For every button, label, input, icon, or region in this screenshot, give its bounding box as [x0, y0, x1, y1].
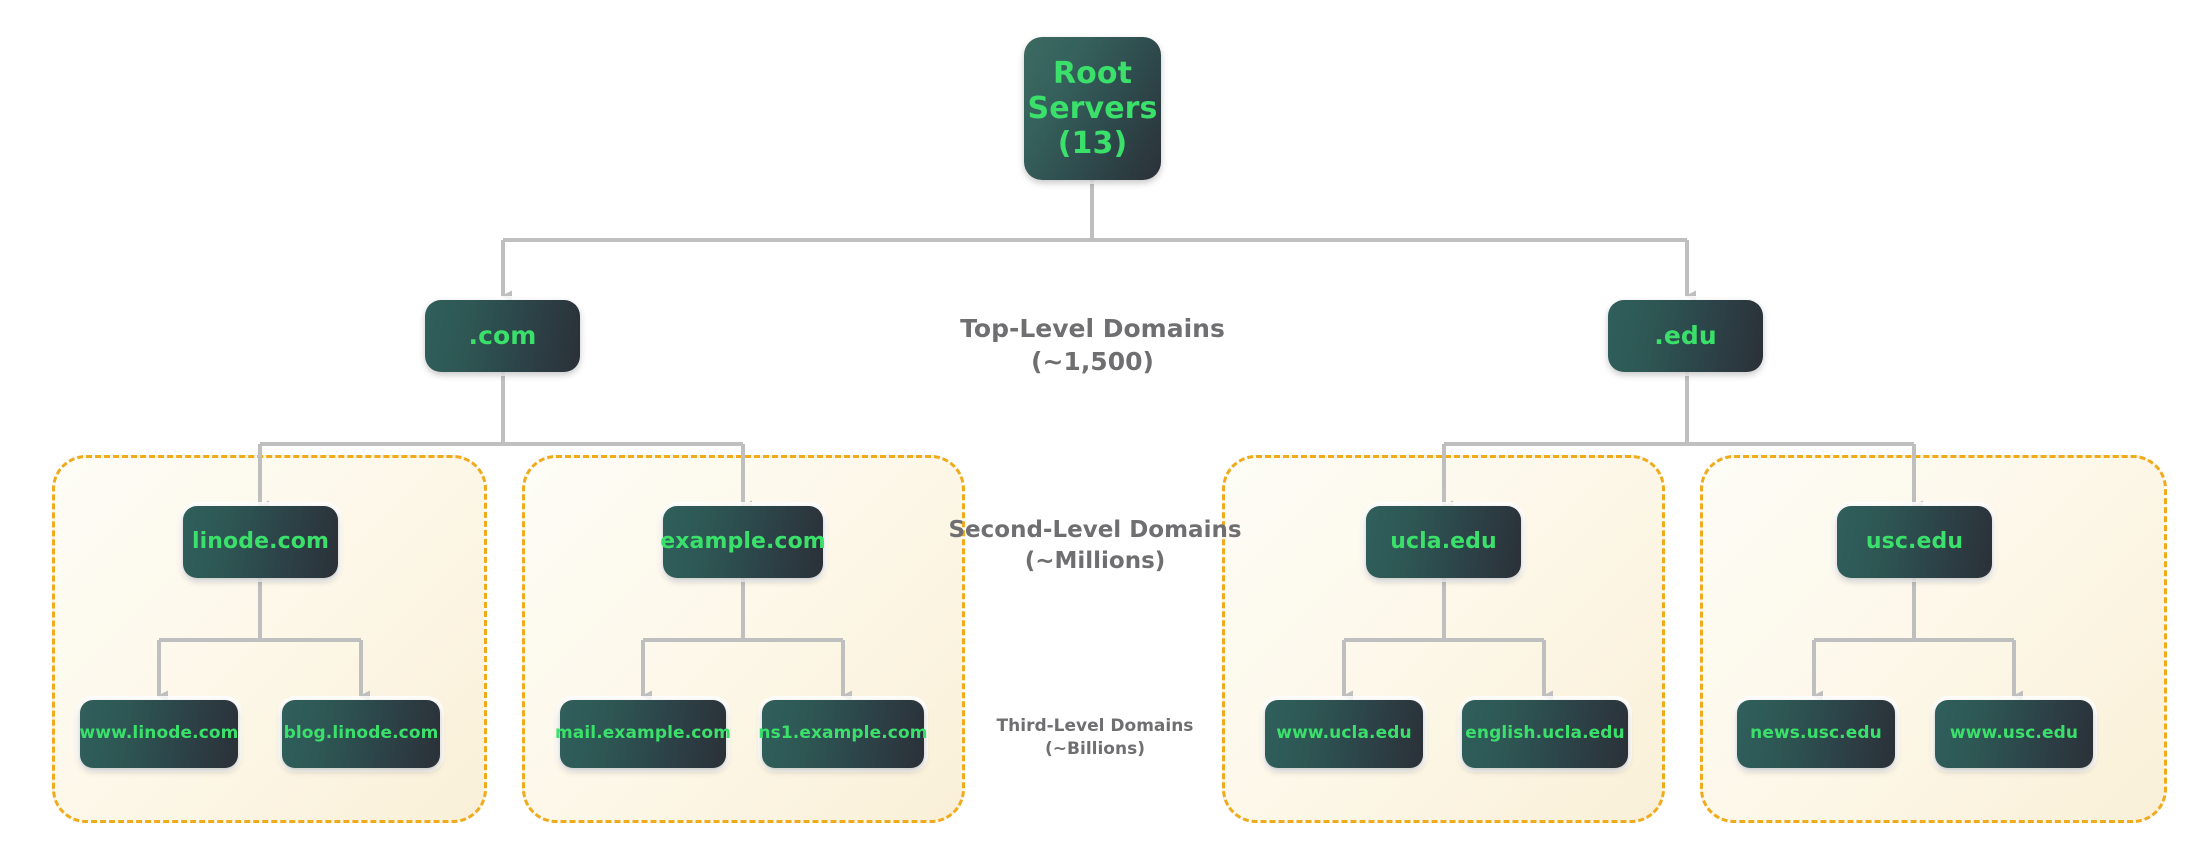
node-thld-ns1-example-label: ns1.example.com	[758, 723, 928, 744]
caption-tld-line1: Top-Level Domains	[960, 314, 1225, 343]
node-thld-news-usc[interactable]: news.usc.edu	[1737, 700, 1895, 768]
node-sld-ucla[interactable]: ucla.edu	[1366, 506, 1521, 578]
node-thld-news-usc-label: news.usc.edu	[1750, 723, 1882, 744]
caption-tld-line2: (~1,500)	[1031, 347, 1154, 377]
node-thld-ns1-example[interactable]: ns1.example.com	[758, 700, 927, 768]
node-root-line3: (13)	[1057, 126, 1128, 162]
node-sld-ucla-label: ucla.edu	[1390, 529, 1497, 555]
node-thld-english-ucla-label: english.ucla.edu	[1465, 723, 1625, 744]
node-root-line1: Root	[1052, 55, 1133, 91]
node-thld-blog-linode-label: blog.linode.com	[283, 723, 439, 744]
node-thld-www-ucla-label: www.ucla.edu	[1276, 723, 1412, 744]
node-sld-usc-label: usc.edu	[1865, 529, 1964, 555]
caption-second-level-domains: Second-Level Domains (~Millions)	[925, 515, 1265, 576]
node-thld-www-ucla[interactable]: www.ucla.edu	[1265, 700, 1423, 768]
node-thld-www-linode-label: www.linode.com	[79, 723, 239, 744]
node-sld-example-label: example.com	[660, 529, 826, 555]
node-tld-com-label: .com	[468, 321, 537, 351]
node-root-line2: Servers	[1027, 90, 1158, 126]
node-tld-edu[interactable]: .edu	[1608, 300, 1763, 372]
caption-third-level-domains: Third-Level Domains (~Billions)	[955, 715, 1235, 760]
node-thld-blog-linode[interactable]: blog.linode.com	[282, 700, 440, 768]
node-tld-edu-label: .edu	[1654, 321, 1717, 351]
node-thld-www-linode[interactable]: www.linode.com	[80, 700, 238, 768]
node-thld-mail-example[interactable]: mail.example.com	[555, 700, 731, 768]
node-thld-www-usc[interactable]: www.usc.edu	[1935, 700, 2093, 768]
caption-top-level-domains: Top-Level Domains (~1,500)	[900, 312, 1285, 379]
node-thld-english-ucla[interactable]: english.ucla.edu	[1462, 700, 1628, 768]
node-thld-www-usc-label: www.usc.edu	[1949, 723, 2079, 744]
node-root-servers[interactable]: Root Servers (13)	[1024, 37, 1161, 180]
caption-thld-line1: Third-Level Domains	[996, 716, 1194, 736]
caption-sld-line2: (~Millions)	[1024, 547, 1166, 574]
node-tld-com[interactable]: .com	[425, 300, 580, 372]
node-sld-example[interactable]: example.com	[660, 506, 826, 578]
node-sld-linode[interactable]: linode.com	[183, 506, 338, 578]
node-sld-usc[interactable]: usc.edu	[1837, 506, 1992, 578]
caption-thld-line2: (~Billions)	[1045, 738, 1145, 759]
caption-sld-line1: Second-Level Domains	[948, 517, 1242, 543]
node-thld-mail-example-label: mail.example.com	[554, 723, 732, 744]
node-sld-linode-label: linode.com	[192, 529, 329, 555]
